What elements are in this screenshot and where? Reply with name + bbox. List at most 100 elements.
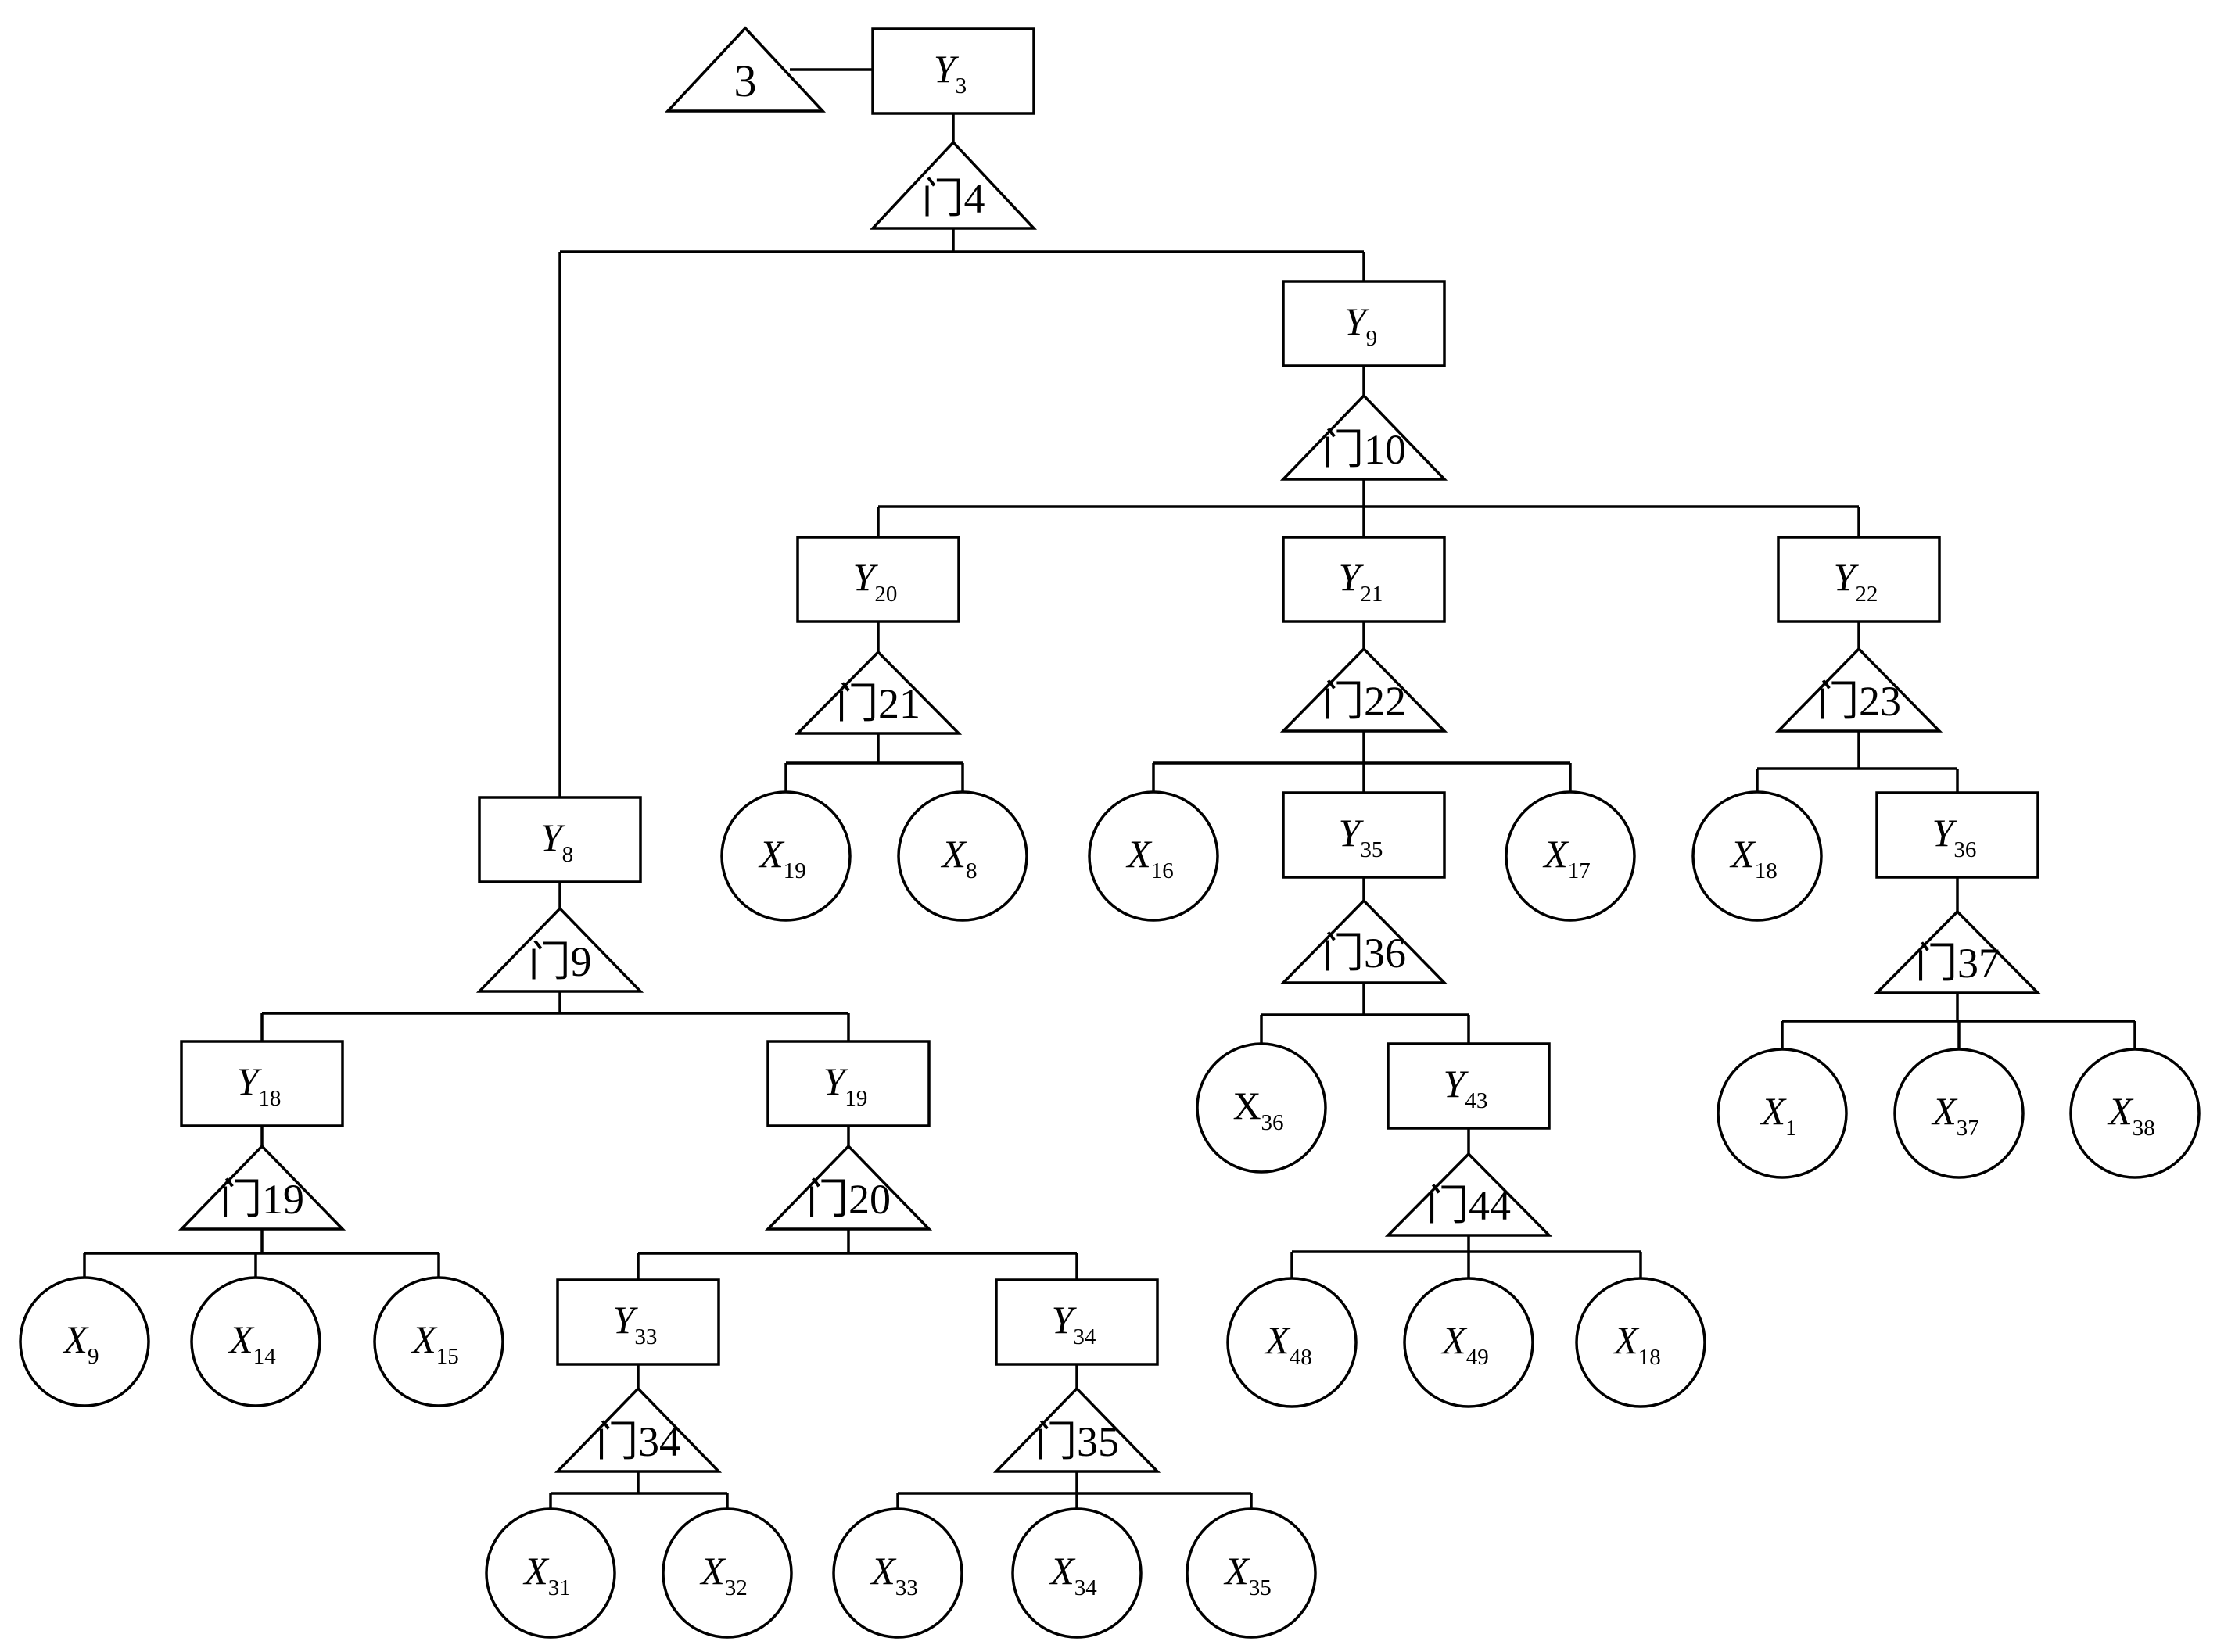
- event-label: Y34: [1052, 1298, 1096, 1349]
- event-y43: Y43: [1387, 1042, 1551, 1130]
- gate-label: 门23: [1817, 678, 1901, 725]
- basic-event-circle: [897, 790, 1028, 922]
- event-box: [1875, 791, 2039, 879]
- gate-label: 门37: [1915, 940, 2000, 987]
- gate-label: 门44: [1426, 1182, 1511, 1229]
- gate-triangle: [1279, 393, 1448, 481]
- event-label: Y35: [1339, 811, 1383, 862]
- event-y36: Y36: [1875, 791, 2039, 879]
- event-label: X18: [1729, 832, 1778, 883]
- event-box: [995, 1278, 1159, 1366]
- event-box: [1387, 1042, 1551, 1130]
- basic-event-circle: [1186, 1507, 1317, 1639]
- event-label: X37: [1931, 1089, 1979, 1141]
- event-label: Y19: [823, 1059, 868, 1111]
- transfer-label: 3: [734, 56, 757, 106]
- event-label: Y43: [1444, 1062, 1488, 1113]
- tree-edges: [83, 68, 2136, 1509]
- event-label: X35: [1223, 1549, 1272, 1600]
- basic-event-circle: [1088, 790, 1219, 922]
- event-y33: Y33: [556, 1278, 720, 1366]
- event-label: Y8: [540, 815, 573, 867]
- event-label: Y18: [237, 1059, 282, 1111]
- basic-event-b36: X36: [1196, 1042, 1327, 1174]
- gate-34: 门34: [554, 1386, 723, 1473]
- gate-triangle: [794, 650, 963, 735]
- basic-event-b14: X14: [190, 1276, 321, 1407]
- event-label: Y33: [613, 1298, 658, 1349]
- gate-label: 门10: [1322, 426, 1406, 473]
- gate-36: 门36: [1279, 898, 1448, 984]
- basic-event-b9: X9: [19, 1276, 150, 1407]
- basic-event-circle: [1575, 1277, 1706, 1408]
- gate-triangle: [1279, 647, 1448, 733]
- event-label: Y22: [1834, 555, 1878, 607]
- event-label: X19: [758, 832, 806, 883]
- event-box: [180, 1040, 344, 1127]
- event-label: X18: [1613, 1318, 1661, 1370]
- gate-triangle: [764, 1144, 933, 1231]
- basic-event-circle: [190, 1276, 321, 1407]
- gate-label: 门20: [806, 1176, 891, 1223]
- event-y8: Y8: [478, 796, 642, 883]
- basic-event-b17: X17: [1505, 790, 1636, 922]
- gate-35: 门35: [992, 1386, 1161, 1473]
- event-y35: Y35: [1282, 791, 1446, 879]
- basic-event-circle: [720, 790, 852, 922]
- event-box: [1777, 536, 1941, 623]
- event-y20: Y20: [796, 536, 960, 623]
- event-y21: Y21: [1282, 536, 1446, 623]
- event-box: [796, 536, 960, 623]
- gate-label: 门36: [1322, 930, 1406, 977]
- event-label: X8: [940, 832, 977, 883]
- basic-event-circle: [19, 1276, 150, 1407]
- basic-event-b33: X33: [832, 1507, 963, 1639]
- event-box: [556, 1278, 720, 1366]
- basic-event-b32: X32: [662, 1507, 793, 1639]
- basic-event-circle: [832, 1507, 963, 1639]
- basic-event-b1: X1: [1717, 1048, 1848, 1179]
- event-label: X34: [1049, 1549, 1097, 1600]
- event-y19: Y19: [766, 1040, 931, 1127]
- basic-event-circle: [662, 1507, 793, 1639]
- event-label: X16: [1125, 832, 1174, 883]
- basic-event-b18b: X18: [1575, 1277, 1706, 1408]
- gate-triangle: [1873, 909, 2042, 994]
- event-box: [1282, 536, 1446, 623]
- basic-event-b16: X16: [1088, 790, 1219, 922]
- event-label: X48: [1264, 1318, 1312, 1370]
- basic-event-circle: [1691, 790, 1823, 922]
- gate-9: 门9: [475, 906, 644, 993]
- event-box: [1282, 280, 1446, 367]
- basic-event-circle: [1893, 1048, 2025, 1179]
- gate-21: 门21: [794, 650, 963, 735]
- basic-event-b18a: X18: [1691, 790, 1823, 922]
- event-label: X17: [1542, 832, 1591, 883]
- gate-label: 门4: [922, 175, 985, 222]
- gate-triangle: [1384, 1152, 1553, 1237]
- event-label: X1: [1760, 1089, 1796, 1141]
- basic-event-b35: X35: [1186, 1507, 1317, 1639]
- basic-event-b34: X34: [1011, 1507, 1143, 1639]
- basic-event-circle: [1505, 790, 1636, 922]
- gate-label: 门21: [836, 680, 920, 727]
- event-label: X49: [1440, 1318, 1489, 1370]
- basic-event-b49: X49: [1403, 1277, 1534, 1408]
- event-label: Y36: [1932, 811, 1977, 862]
- gate-label: 门34: [596, 1418, 680, 1465]
- event-label: Y9: [1344, 299, 1377, 351]
- event-box: [1282, 791, 1446, 879]
- basic-event-b31: X31: [485, 1507, 616, 1639]
- basic-event-b19: X19: [720, 790, 852, 922]
- event-y9: Y9: [1282, 280, 1446, 367]
- basic-event-circle: [1717, 1048, 1848, 1179]
- gate-23: 门23: [1774, 647, 1943, 733]
- event-label: X33: [870, 1549, 918, 1600]
- event-box: [871, 27, 1035, 115]
- gate-triangle: [1774, 647, 1943, 733]
- gate-triangle: [178, 1144, 346, 1231]
- basic-event-circle: [1196, 1042, 1327, 1174]
- event-label: Y21: [1339, 555, 1383, 607]
- basic-event-circle: [1403, 1277, 1534, 1408]
